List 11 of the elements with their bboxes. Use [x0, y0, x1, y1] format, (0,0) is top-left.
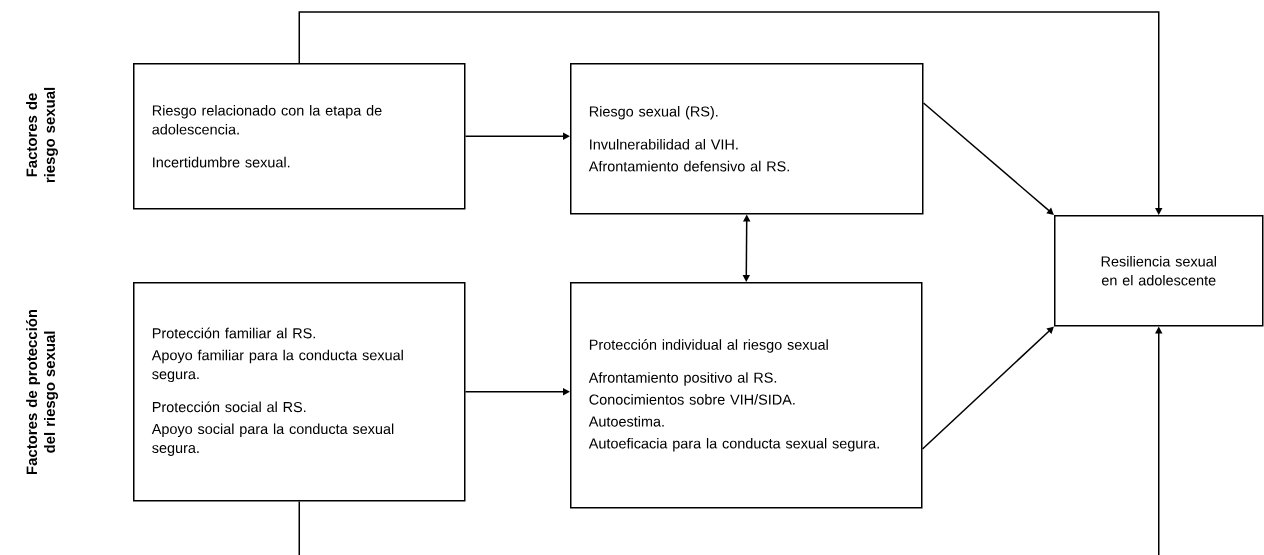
arrow [922, 102, 1054, 215]
arrow [298, 11, 1163, 215]
arrow [464, 132, 570, 140]
side-label: Factores de protección del riesgo sexual [26, 309, 59, 475]
text-box: Riesgo relacionado con la etapa de adolescencia. Incertidumbre sexual. [133, 63, 466, 210]
text-box: Protección individual al riesgo sexual Afrontamiento positivo al RS. Conocimientos sobre VIH/SIDA. Autoestima. Autoeficacia para la conducta sexual segura. [570, 282, 923, 509]
text-box: Protección familiar al RS. Apoyo familiar para la conducta sexual segura. Protección social al RS. Apoyo social para la conducta sexual segura. [133, 282, 466, 502]
text-box: Riesgo sexual (RS). Invulnerabilidad al VIH. Afrontamiento defensivo al RS. [570, 63, 924, 215]
text-box: Resiliencia sexual en el adolescente [1054, 215, 1264, 327]
arrow [921, 326, 1054, 450]
side-label: Factores de riesgo sexual [26, 87, 58, 183]
